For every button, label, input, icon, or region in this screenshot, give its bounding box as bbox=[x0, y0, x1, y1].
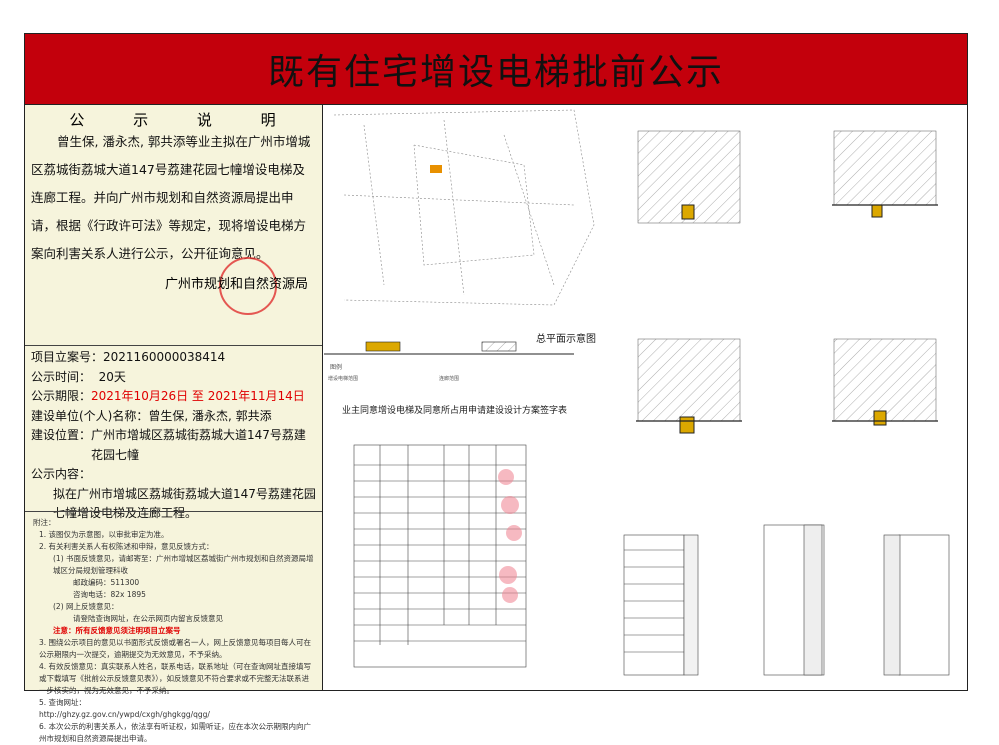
period-label: 公示期限： bbox=[31, 389, 92, 403]
note-item: 咨询电话：82x 1895 bbox=[73, 590, 146, 599]
floor-plan-4 bbox=[832, 338, 938, 426]
notes: 附注： 1. 该图仅为示意图，以审批审定为准。 2. 有关利害关系人有权陈述和申… bbox=[25, 511, 322, 743]
notice-heading: 公 示 说 明 bbox=[69, 111, 298, 129]
floor-plan-2 bbox=[832, 130, 938, 218]
signature-table-title: 业主同意增设电梯及同意所占用申请建设设计方案签字表 bbox=[342, 406, 568, 416]
legend-corridor-swatch bbox=[481, 341, 517, 352]
notice-body: 曾生保, 潘永杰, 郭共添等业主拟在广州市增城区荔城街荔城大道147号荔建花园七… bbox=[31, 134, 311, 261]
project-info: 项目立案号：2021160000038414 公示时间： 20天 公示期限：20… bbox=[25, 348, 322, 524]
project-no-label: 项目立案号： bbox=[31, 350, 104, 364]
note-warning: 注意：所有反馈意见须注明项目立案号 bbox=[53, 626, 181, 635]
legend-title: 图例 bbox=[330, 364, 343, 371]
note-item: 3. 围绕公示项目的意见以书面形式反馈或署名一人，网上反馈意见每项目每人可在公示… bbox=[39, 638, 312, 659]
duration-label: 公示时间： bbox=[31, 369, 92, 384]
legend-elevator-swatch bbox=[365, 341, 401, 352]
notes-title: 附注： bbox=[33, 518, 56, 527]
note-item: (1) 书面反馈意见，请邮寄至：广州市增城区荔城街广州市规划和自然资源局增城区分… bbox=[53, 554, 314, 575]
location-label: 建设位置： bbox=[31, 428, 92, 442]
content: 拟在广州市增城区荔城街荔城大道147号荔建花园七幢增设电梯及连廊工程。 bbox=[53, 486, 316, 521]
site-plan-label: 总平面示意图 bbox=[536, 334, 596, 345]
legend-corridor: 连廊范围 bbox=[439, 376, 460, 382]
note-item: 5. 查询网址： bbox=[39, 698, 87, 707]
note-item: 4. 有效反馈意见：真实联系人姓名，联系电话，联系地址（可在查询网址直接填写或下… bbox=[39, 662, 312, 695]
period: 2021年10月26日 至 2021年11月14日 bbox=[91, 389, 305, 403]
elevation-1 bbox=[623, 534, 699, 676]
page-title: 既有住宅增设电梯批前公示 bbox=[267, 52, 724, 93]
note-item: 请登陆查询网址，在公示网页内留言反馈意见 bbox=[73, 614, 223, 623]
drawings-svg bbox=[324, 109, 950, 676]
content-label: 公示内容： bbox=[31, 467, 92, 481]
location: 广州市增城区荔城街荔城大道147号荔建花园七幢 bbox=[91, 428, 306, 462]
floor-plan-3 bbox=[636, 338, 742, 434]
drawings-area: 总平面示意图 图例 增设电梯范围 连廊范围 业主同意增设电梯及同意所占用申请建设… bbox=[324, 105, 967, 690]
note-item: 邮政编码：511300 bbox=[73, 578, 140, 587]
applicant-label: 建设单位(个人)名称： bbox=[31, 408, 149, 423]
applicant: 曾生保, 潘永杰, 郭共添 bbox=[148, 408, 272, 423]
site-plan bbox=[333, 109, 595, 306]
floor-plan-1 bbox=[637, 130, 741, 224]
header-banner: 既有住宅增设电梯批前公示 bbox=[25, 34, 967, 105]
note-item: (2) 网上反馈意见： bbox=[53, 602, 119, 611]
elevation-3 bbox=[883, 534, 950, 676]
note-item: 2. 有关利害关系人有权陈述和申辩，意见反馈方式： bbox=[39, 542, 214, 551]
notice-explanation: 公 示 说 明 曾生保, 潘永杰, 郭共添等业主拟在广州市增城区荔城街荔城大道1… bbox=[25, 105, 322, 346]
official-seal bbox=[219, 257, 277, 315]
project-no: 2021160000038414 bbox=[103, 350, 226, 364]
notice-signature: 广州市规划和自然资源局 bbox=[164, 277, 308, 292]
site-elevator-marker bbox=[430, 165, 442, 173]
signature-table bbox=[353, 444, 527, 668]
signature-seals bbox=[498, 469, 522, 603]
note-item: 1. 该图仅为示意图，以审批审定为准。 bbox=[39, 530, 169, 539]
notice-panel: 公 示 说 明 曾生保, 潘永杰, 郭共添等业主拟在广州市增城区荔城街荔城大道1… bbox=[25, 105, 323, 743]
legend-elevator: 增设电梯范围 bbox=[328, 376, 359, 382]
note-item: 6. 本次公示的利害关系人，依法享有听证权，如需听证，应在本次公示期限内向广州市… bbox=[39, 722, 312, 743]
duration: 20天 bbox=[98, 369, 126, 384]
query-url[interactable]: http://ghzy.gz.gov.cn/ywpd/cxgh/ghgkgg/q… bbox=[39, 710, 210, 719]
notice-board: 既有住宅增设电梯批前公示 公 示 说 明 曾生保, 潘永杰, 郭共添等业主拟在广… bbox=[24, 33, 968, 743]
elevation-2 bbox=[763, 524, 825, 676]
